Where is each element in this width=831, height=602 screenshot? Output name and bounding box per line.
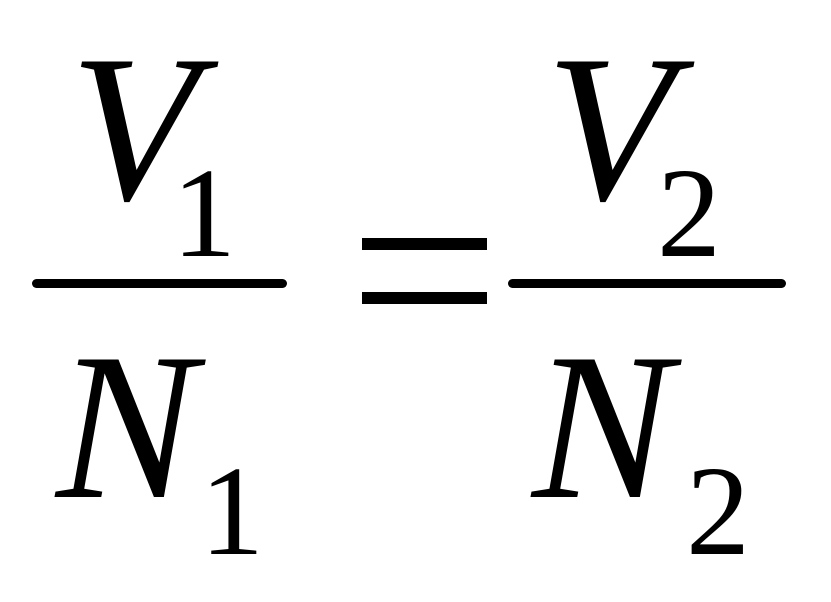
right-numerator-subscript: 2 [657, 142, 721, 284]
right-denominator-symbol: N [532, 311, 673, 543]
left-numerator-subscript: 1 [172, 142, 236, 284]
left-denominator-symbol: N [56, 311, 197, 543]
left-fraction-bar [32, 279, 287, 288]
equals-bottom-bar [362, 292, 487, 304]
left-denominator-subscript: 1 [200, 440, 264, 582]
left-numerator-symbol: V [70, 13, 199, 245]
right-numerator-symbol: V [546, 13, 675, 245]
right-fraction-bar [508, 279, 786, 288]
equals-top-bar [362, 238, 487, 250]
right-denominator-subscript: 2 [686, 440, 750, 582]
